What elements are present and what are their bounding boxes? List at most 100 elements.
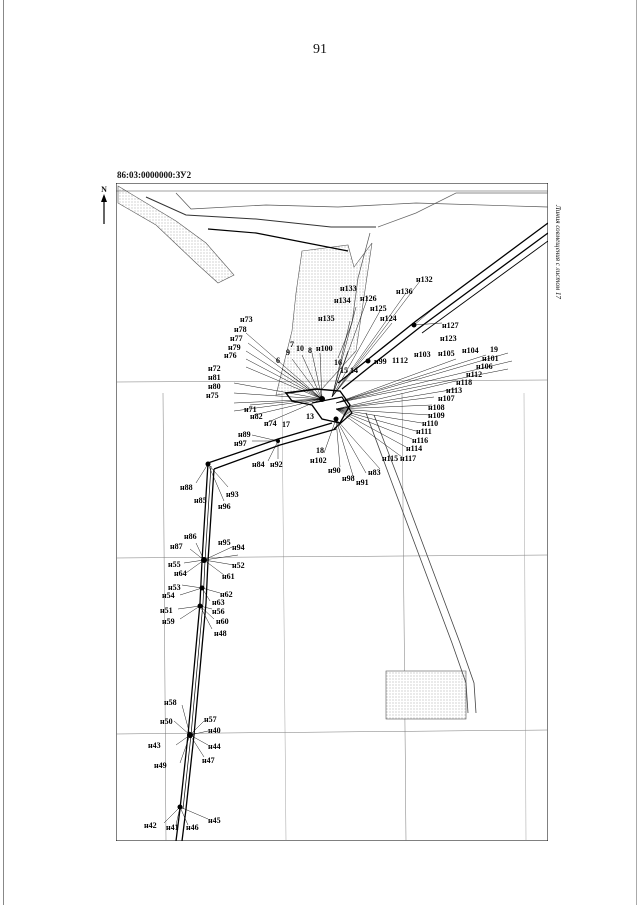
point-label: н112 [466,370,482,379]
point-label: н97 [234,439,247,448]
point-label: 6 [276,356,280,365]
parcel-rectangle [385,670,467,720]
point-label: н72 [208,364,221,373]
point-label: н114 [406,444,422,453]
point-label: н105 [438,349,455,358]
cadastral-map: н132 н133 н136 н134 н126 н125 н135 н124 … [116,183,548,841]
point-label: н132 [416,275,433,284]
point-label: н82 [250,412,263,421]
point-label: 13 [306,412,314,421]
point-label: н56 [212,607,225,616]
point-label: н76 [224,351,237,360]
point-label: н127 [442,321,459,330]
point-label: н125 [370,304,387,313]
point-label: н74 [264,419,277,428]
parcel-id: 86:03:0000000:ЗУ2 [117,170,192,180]
north-label: N [101,185,107,194]
corridor-northeast-edge [341,232,548,390]
page-edge-left [3,0,4,905]
point-label: 14 [350,366,358,375]
point-label: н124 [380,314,397,323]
point-label: н134 [334,296,351,305]
point-label: н43 [148,741,161,750]
point-label: н100 [316,344,333,353]
point-label: 15 [340,366,348,375]
point-label: н83 [368,468,381,477]
page-number: 91 [313,42,327,57]
point-label: н111 [416,427,432,436]
road-upper-inner [145,196,376,228]
point-label: н50 [160,717,173,726]
point-label: 11 [392,356,400,365]
point-label: н101 [482,354,499,363]
grid-line [116,379,548,383]
point-label: н85 [194,496,207,505]
point-label: 9 [286,348,290,357]
road-upper [175,192,548,210]
corridor-northeast-edge2 [421,240,548,334]
grid-line [281,392,287,841]
point-label: н87 [170,542,183,551]
point-label: н53 [168,583,181,592]
corridor-west-edge [213,428,337,470]
point-label: н81 [208,373,221,382]
grid-line [523,392,527,841]
point-label: н78 [234,325,247,334]
point-label: 18 [316,446,324,455]
grid-line [116,554,548,559]
point-label: н60 [216,617,229,626]
point-label: н126 [360,294,377,303]
sheet-match-line-note: Линия совмещения с листом 17 [554,205,562,299]
point-label: н90 [328,466,341,475]
point-labels: н132 н133 н136 н134 н126 н125 н135 н124 … [144,275,499,832]
point-label: 8 [308,346,312,355]
junction-inner [311,396,353,430]
point-label: н40 [208,726,221,735]
point-label: н133 [340,284,357,293]
road-southeast [365,412,469,714]
point-label: н135 [318,314,335,323]
road-line-east [377,192,548,228]
corridor-south-edge [181,468,215,841]
point-label: н79 [228,343,241,352]
grid-line [162,392,167,841]
north-arrow-icon: N [98,186,110,226]
point-label: н99 [374,357,387,366]
leader-lines [163,280,513,826]
point-label: н47 [202,756,215,765]
page-edge-right [636,0,637,905]
point-label: н57 [204,715,217,724]
point-label: н110 [422,419,438,428]
point-label: н75 [206,391,219,400]
point-label: н115 [382,454,398,463]
point-label: н58 [164,698,177,707]
point-label: н62 [220,590,233,599]
point-label: н44 [208,742,221,751]
point-label: н48 [214,629,227,638]
point-label: н106 [476,362,493,371]
point-label: н64 [174,569,187,578]
corridor-south-center [182,465,212,810]
road-line-north [337,232,371,359]
point-label: н92 [270,460,283,469]
point-label: н86 [184,532,197,541]
point-label: н96 [218,502,231,511]
point-label: н109 [428,411,445,420]
point-label: н77 [230,334,243,343]
survey-point [365,358,371,364]
shaded-strip-west [117,185,235,284]
point-label: н91 [356,478,369,487]
point-label: н93 [226,490,239,499]
point-label: н108 [428,403,445,412]
grid-line [401,392,407,841]
point-label: н52 [232,561,245,570]
point-label: н55 [168,560,181,569]
point-label: н89 [238,430,251,439]
point-label: н88 [180,483,193,492]
point-label: 10 [296,344,304,353]
point-label: н49 [154,761,167,770]
point-label: н59 [162,617,175,626]
point-label: 19 [490,345,498,354]
point-label: н84 [252,460,265,469]
point-label: н103 [414,350,431,359]
